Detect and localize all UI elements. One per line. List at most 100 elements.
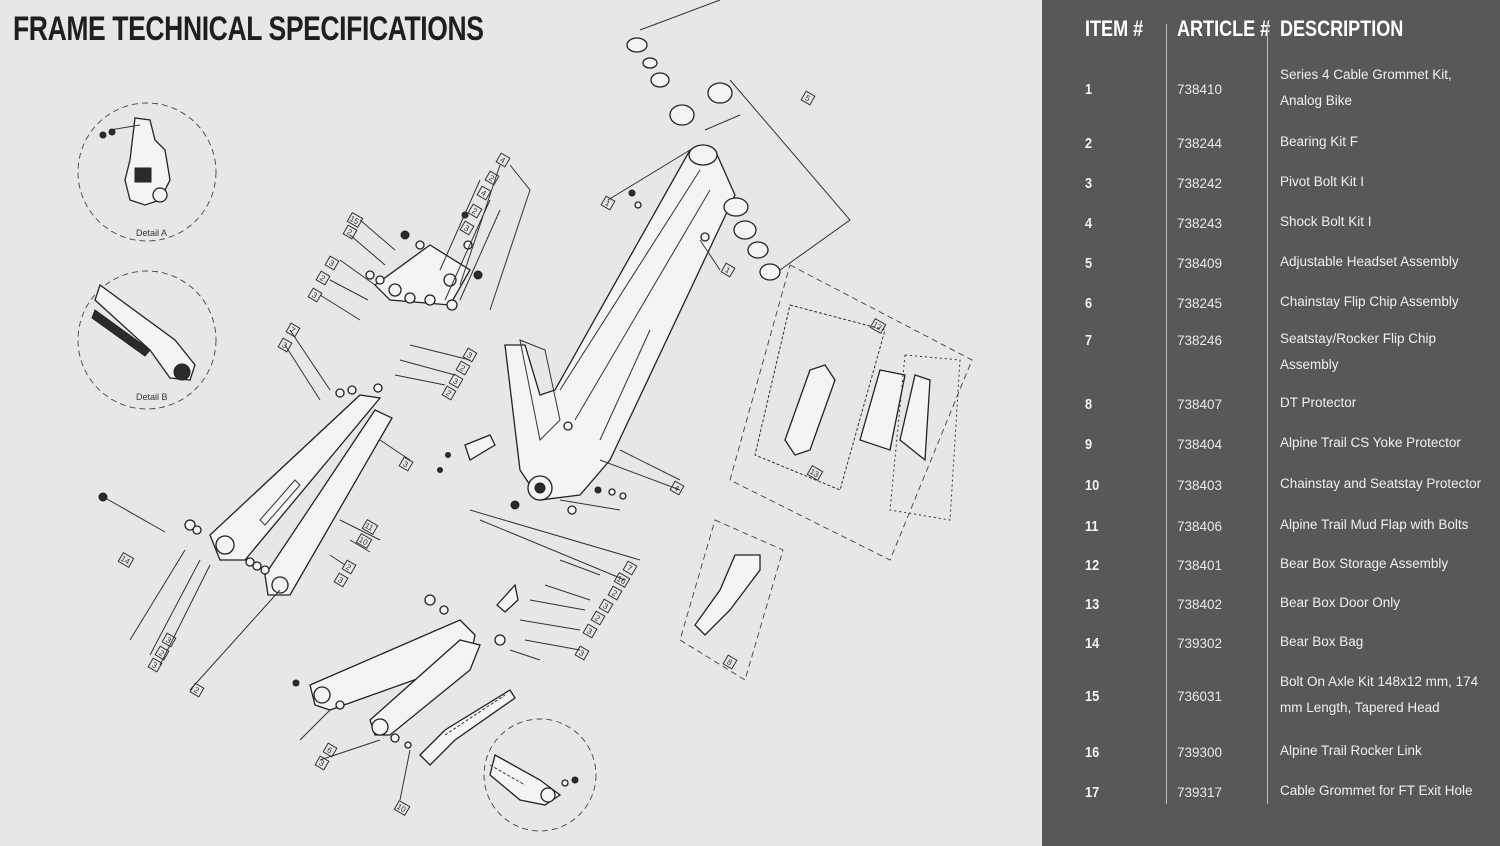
item-description: Adjustable Headset Assembly (1280, 254, 1459, 269)
item-description: Cable Grommet for FT Exit Hole (1280, 783, 1473, 798)
callout-2: 2 (487, 173, 496, 183)
callout-2b: 2 (470, 206, 479, 216)
article-number: 738403 (1177, 478, 1223, 493)
column-divider (1166, 24, 1167, 804)
headset-stack (626, 37, 781, 281)
dt-protector (679, 519, 784, 681)
callout-1b: 1 (723, 265, 732, 275)
column-divider (1267, 24, 1268, 804)
callout-3n: 3 (317, 758, 326, 768)
item-number: 16 (1085, 744, 1100, 761)
item-number: 6 (1085, 295, 1093, 312)
item-description: Bear Box Bag (1280, 634, 1364, 649)
item-number: 17 (1085, 784, 1100, 801)
callout-4c: 4 (672, 483, 681, 493)
article-number: 738402 (1177, 597, 1223, 612)
callout-3f: 3 (451, 376, 460, 386)
item-description: Chainstay and Seatstay Protector (1280, 476, 1482, 491)
front-triangle (504, 144, 736, 501)
item-description: Alpine Trail Rocker Link (1280, 743, 1422, 758)
item-description: Bear Box Door Only (1280, 595, 1401, 610)
rocker-link (365, 211, 483, 311)
callout-2c: 2 (345, 227, 354, 237)
callout-3l: 3 (585, 626, 594, 636)
yoke-protector (419, 689, 516, 766)
callout-2g: 2 (344, 562, 353, 572)
article-number: 738244 (1177, 136, 1223, 151)
article-number: 736031 (1177, 689, 1223, 704)
article-number: 738243 (1177, 216, 1223, 231)
item-description: Bearing Kit F (1280, 134, 1359, 149)
item-number: 12 (1085, 557, 1100, 574)
item-number: 1 (1085, 81, 1093, 98)
item-number: 10 (1085, 477, 1100, 494)
header-description: DESCRIPTION (1280, 16, 1404, 41)
callout-7: 7 (288, 325, 297, 335)
bear-box (729, 264, 973, 561)
item-description: Alpine Trail Mud Flap with Bolts (1280, 517, 1469, 532)
callout-3h: 3 (336, 575, 345, 585)
callout-3c: 3 (310, 290, 319, 300)
item-description: Series 4 Cable Grommet Kit, Analog Bike (1280, 67, 1452, 108)
item-number: 7 (1085, 332, 1093, 349)
frame-bolts (510, 189, 710, 515)
callout-3d: 3 (280, 340, 289, 350)
callout-3i: 3 (164, 635, 173, 645)
callout-2k: 2 (593, 613, 602, 623)
item-number: 8 (1085, 396, 1093, 413)
article-number: 738245 (1177, 296, 1223, 311)
article-number: 739300 (1177, 745, 1223, 760)
callout-3k: 3 (601, 601, 610, 611)
detail-a-circle: Detail A (77, 102, 217, 242)
article-number: 738404 (1177, 437, 1223, 452)
chainstays (292, 583, 541, 749)
article-number: 738406 (1177, 519, 1223, 534)
callout-3e: 3 (465, 350, 474, 360)
callout-4b: 4 (479, 188, 488, 198)
header-item: ITEM # (1085, 16, 1144, 41)
item-description: Chainstay Flip Chip Assembly (1280, 294, 1459, 309)
axle (98, 492, 270, 575)
item-number: 11 (1085, 518, 1099, 535)
callout-3m: 3 (577, 648, 586, 658)
callout-1: 1 (603, 198, 612, 208)
callout-3: 3 (462, 223, 471, 233)
dimension-lines (129, 0, 851, 801)
item-number: 3 (1085, 175, 1093, 192)
mud-flap (437, 434, 496, 473)
callout-2d: 2 (318, 273, 327, 283)
item-number: 4 (1085, 215, 1093, 232)
item-number: 15 (1085, 688, 1100, 705)
article-number: 738401 (1177, 558, 1223, 573)
article-number: 738246 (1177, 333, 1223, 348)
callout-6: 6 (325, 745, 334, 755)
detail-b-label: Detail B (136, 392, 168, 402)
callout-tags: 4 2 4 2 3 15 2 3 2 3 7 3 3 2 3 2 1 1 5 1… (117, 90, 887, 817)
callout-2h: 2 (157, 648, 166, 658)
article-number: 739302 (1177, 636, 1223, 651)
callout-3b: 3 (327, 258, 336, 268)
callout-3g: 3 (401, 459, 410, 469)
seatstays (209, 383, 393, 596)
item-description: Seatstay/Rocker Flip Chip Assembly (1280, 331, 1437, 372)
diagram-panel: Detail A Detail B (13, 0, 973, 832)
detail-a-label: Detail A (136, 228, 167, 238)
item-number: 9 (1085, 436, 1093, 453)
item-number: 14 (1085, 635, 1100, 652)
item-description: Pivot Bolt Kit I (1280, 174, 1365, 189)
callout-3j: 3 (150, 660, 159, 670)
callout-7b: 7 (625, 563, 634, 573)
item-number: 5 (1085, 255, 1093, 272)
callout-2f: 2 (444, 388, 453, 398)
item-number: 13 (1085, 596, 1100, 613)
header-article: ARTICLE # (1177, 16, 1271, 41)
detail-c-circle (483, 718, 597, 832)
item-description: Bear Box Storage Assembly (1280, 556, 1449, 571)
item-description: Alpine Trail CS Yoke Protector (1280, 435, 1461, 450)
article-number: 738242 (1177, 176, 1223, 191)
item-description: Bolt On Axle Kit 148x12 mm, 174 mm Lengt… (1280, 674, 1479, 715)
article-number: 739317 (1177, 785, 1223, 800)
item-description: Shock Bolt Kit I (1280, 214, 1372, 229)
